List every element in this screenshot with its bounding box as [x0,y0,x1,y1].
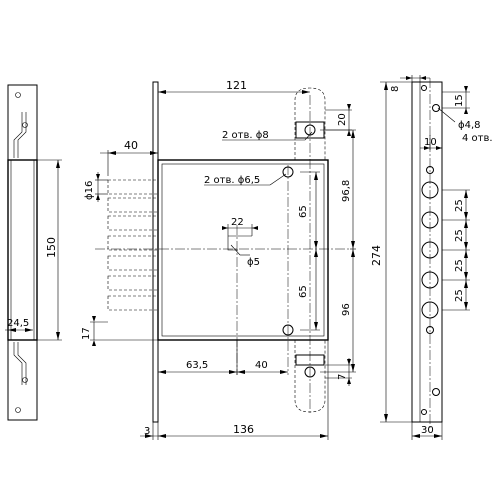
dim-63-5-label: 63,5 [186,360,208,371]
screw-hole [22,122,28,128]
dim-65-lower-label: 65 [298,285,309,298]
strike-plate-box [7,159,38,341]
bolt-hole [421,271,439,289]
faceplate-front-view: 274 8 15 ϕ4,8 4 отв. 10 [370,75,493,440]
top-fixing-lug [294,87,326,160]
bolt-hole [421,301,439,319]
dim-10-label: 10 [424,137,437,148]
dim-136-label: 136 [233,423,254,436]
dim-phi16-label: ϕ16 [84,181,95,200]
dim-40-bottom-label: 40 [255,360,268,371]
dim-25-3-label: 25 [454,259,465,272]
holes-phi8-label: 2 отв. ϕ8 [222,130,269,141]
lock-case [157,159,329,341]
dim-30-label: 30 [421,425,434,436]
dim-96-label: 96 [341,303,352,316]
dim-121-label: 121 [226,79,247,92]
holes-phi6-5-label: 2 отв. ϕ6,5 [204,175,260,186]
dim-3-label: 3 [144,426,150,437]
dim-25-4-label: 25 [454,289,465,302]
dim-20-label: 20 [337,113,348,126]
faceplate-screw-hole [421,85,427,91]
faceplate-screw-hole [421,409,427,415]
bolt-hole [421,241,439,259]
faceplate-screw-hole [426,326,434,334]
dim-7-label: 7 [337,374,348,380]
dim-phi5-label: ϕ5 [247,257,260,268]
dim-17-label: 17 [81,327,92,340]
faceplate-front-outline [411,81,443,423]
dim-25-2-label: 25 [454,229,465,242]
screw-hole [15,407,21,413]
screw-hole [22,377,28,383]
dim-8-label: 8 [390,86,401,92]
dim-40-top-label: 40 [124,139,138,152]
lock-body-view: 121 40 ϕ16 17 22 ϕ5 [81,79,356,440]
screw-hole [15,92,21,98]
dim-15-label: 15 [454,94,465,107]
faceplate-screw-hole [432,104,440,112]
faceplate [152,81,159,423]
dim-274-label: 274 [370,245,383,266]
dim-25-1-label: 25 [454,199,465,212]
holes-4-label: 4 отв. [462,133,493,144]
strike-plate-view: 150 24,5 [5,84,62,421]
dim-65-upper-label: 65 [298,205,309,218]
faceplate-screw-hole [426,166,434,174]
bolt-group [107,179,159,311]
dim-phi4-8-label: ϕ4,8 [458,120,481,131]
bolt-hole [421,181,439,199]
dim-22-label: 22 [231,217,244,228]
bolt-hole [421,211,439,229]
faceplate-screw-hole [432,388,440,396]
dim-24-5-label: 24,5 [7,318,29,329]
dim-96-8-label: 96,8 [341,180,352,202]
dim-150-label: 150 [45,237,58,258]
